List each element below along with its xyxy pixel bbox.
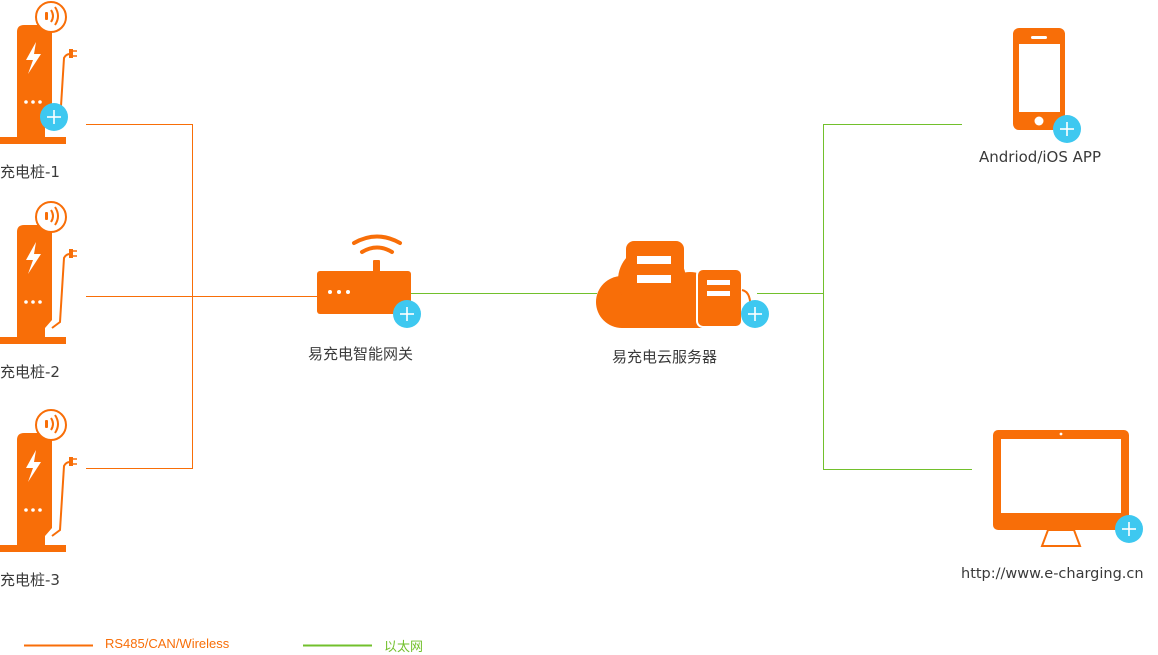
gateway-label: 易充电智能网关 bbox=[308, 345, 414, 363]
smartphone-icon bbox=[1013, 28, 1082, 144]
ethernet-links bbox=[410, 124, 972, 470]
charger-1-label: 充电桩-1 bbox=[0, 163, 60, 181]
website-label: http://www.e-charging.cn bbox=[961, 566, 1144, 582]
rs485-links bbox=[86, 124, 318, 469]
charger-2-label: 充电桩-2 bbox=[0, 363, 60, 381]
router-gateway-icon bbox=[317, 234, 422, 329]
legend-rs485-label: RS485/CAN/Wireless bbox=[105, 636, 230, 651]
cloud-server-icon bbox=[596, 241, 770, 329]
legend-ethernet-label: 以太网 bbox=[384, 639, 424, 654]
monitor-icon bbox=[993, 430, 1144, 547]
charger-3-label: 充电桩-3 bbox=[0, 571, 60, 589]
charger-1-icon bbox=[0, 1, 78, 145]
app-label: Andriod/iOS APP bbox=[979, 148, 1101, 166]
charger-3-icon bbox=[0, 409, 78, 553]
charger-2-icon bbox=[0, 201, 78, 345]
cloud-server-label: 易充电云服务器 bbox=[612, 348, 718, 366]
clients-branch-line bbox=[823, 124, 972, 470]
